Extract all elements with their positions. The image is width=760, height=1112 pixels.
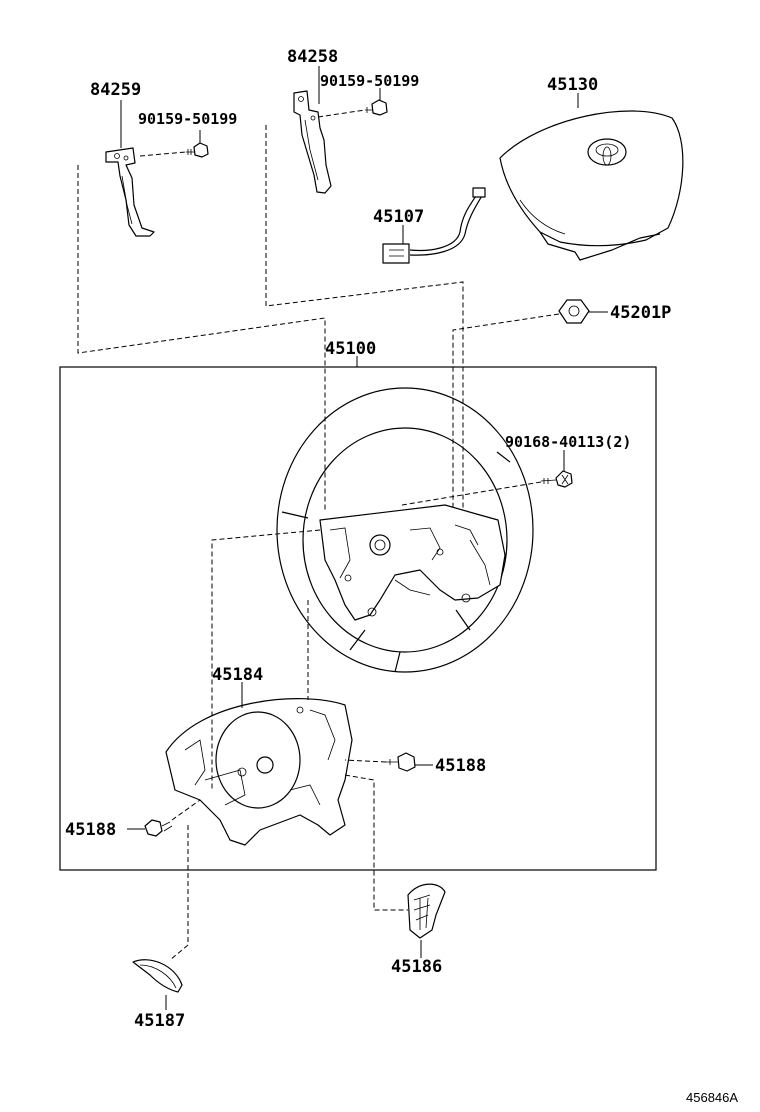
- diagram-reference: 456846A: [686, 1090, 738, 1105]
- nut-part: [558, 299, 590, 324]
- screw-set-part: [540, 470, 573, 488]
- screw-b-part: [386, 752, 416, 772]
- spiral-cable-part: [382, 187, 486, 264]
- label-lower-cover: 45184: [212, 665, 263, 685]
- wheel-assembly-box: [59, 366, 657, 871]
- label-switch: 45186: [391, 957, 442, 977]
- label-bracket-right: 84258: [287, 47, 338, 67]
- screw-left-part: [186, 142, 209, 158]
- label-garnish: 45187: [134, 1011, 185, 1031]
- switch-part: [407, 883, 446, 939]
- lower-cover-part: [165, 698, 353, 846]
- label-screw-set: 90168-40113(2): [505, 433, 631, 451]
- label-wheel-assembly: 45100: [325, 339, 376, 359]
- label-screw-a: 45188: [65, 820, 116, 840]
- label-nut: 45201P: [610, 303, 671, 323]
- label-airbag: 45130: [547, 75, 598, 95]
- screw-a-part: [144, 819, 173, 837]
- toyota-emblem-icon: [587, 138, 627, 166]
- label-screw-b: 45188: [435, 756, 486, 776]
- garnish-part: [132, 959, 183, 993]
- bracket-left-part: [105, 147, 155, 237]
- steering-wheel-part: [276, 387, 534, 673]
- airbag-part: [499, 110, 684, 261]
- label-spiral-cable: 45107: [373, 207, 424, 227]
- bracket-right-part: [293, 90, 332, 194]
- label-screw-right: 90159-50199: [320, 72, 419, 90]
- label-bracket-left: 84259: [90, 80, 141, 100]
- label-screw-left: 90159-50199: [138, 110, 237, 128]
- screw-right-part: [365, 99, 388, 116]
